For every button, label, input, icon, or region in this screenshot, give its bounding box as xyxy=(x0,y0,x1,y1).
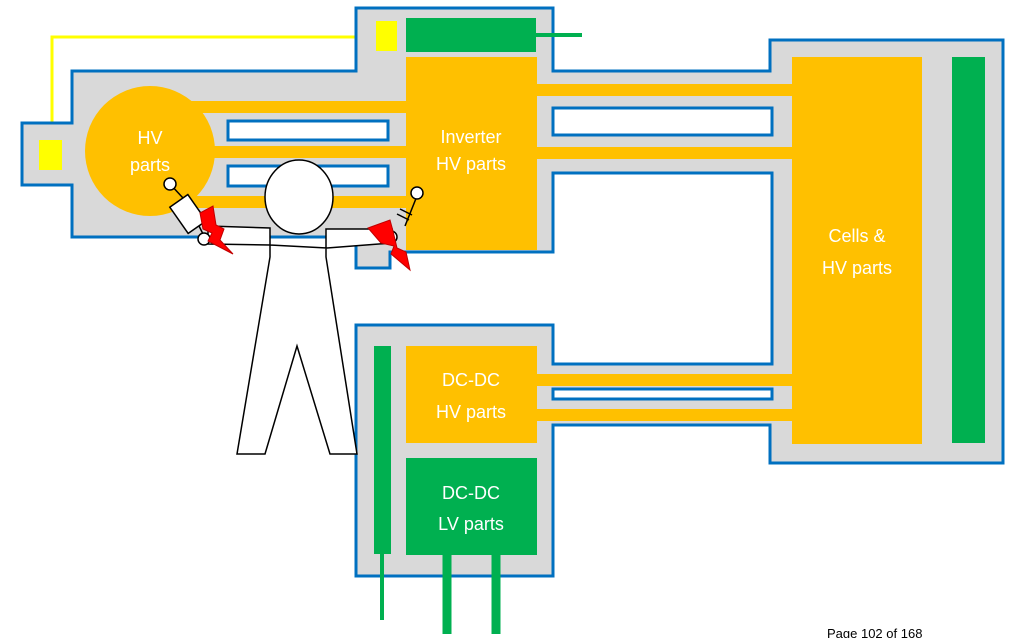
hv-parts-circle xyxy=(85,86,215,216)
yellow-connector-wire xyxy=(50,35,378,140)
dcdc-lv-label-1: DC-DC xyxy=(442,483,500,503)
cells-label-2: HV parts xyxy=(822,258,892,278)
cells-hv-block xyxy=(792,57,922,444)
person-head xyxy=(264,159,334,235)
inverter-label-2: HV parts xyxy=(436,154,506,174)
left-shock-icon xyxy=(199,205,234,255)
hv-parts-label-1: HV xyxy=(137,128,162,148)
connector-left xyxy=(39,140,62,170)
cells-label-1: Cells & xyxy=(828,226,885,246)
person-body xyxy=(207,225,393,455)
inverter-lv-block xyxy=(406,18,536,52)
dcdc-hv-block xyxy=(406,346,537,443)
lv-vertical-strip xyxy=(374,346,391,554)
dcdc-lv-block xyxy=(406,458,537,555)
hv-busbars xyxy=(150,84,797,421)
page-number: Page 102 of 168 xyxy=(827,626,922,638)
dcdc-hv-label-2: HV parts xyxy=(436,402,506,422)
left-probe xyxy=(163,177,211,246)
inverter-label-1: Inverter xyxy=(440,127,501,147)
dcdc-lv-label-2: LV parts xyxy=(438,514,504,534)
battery-lv-strip xyxy=(952,57,985,443)
hv-parts-label-2: parts xyxy=(130,155,170,175)
right-shock-icon xyxy=(367,219,411,272)
inverter-hv-block xyxy=(406,57,537,250)
dcdc-hv-label-1: DC-DC xyxy=(442,370,500,390)
person-figure xyxy=(207,159,393,455)
connector-top xyxy=(376,21,397,51)
